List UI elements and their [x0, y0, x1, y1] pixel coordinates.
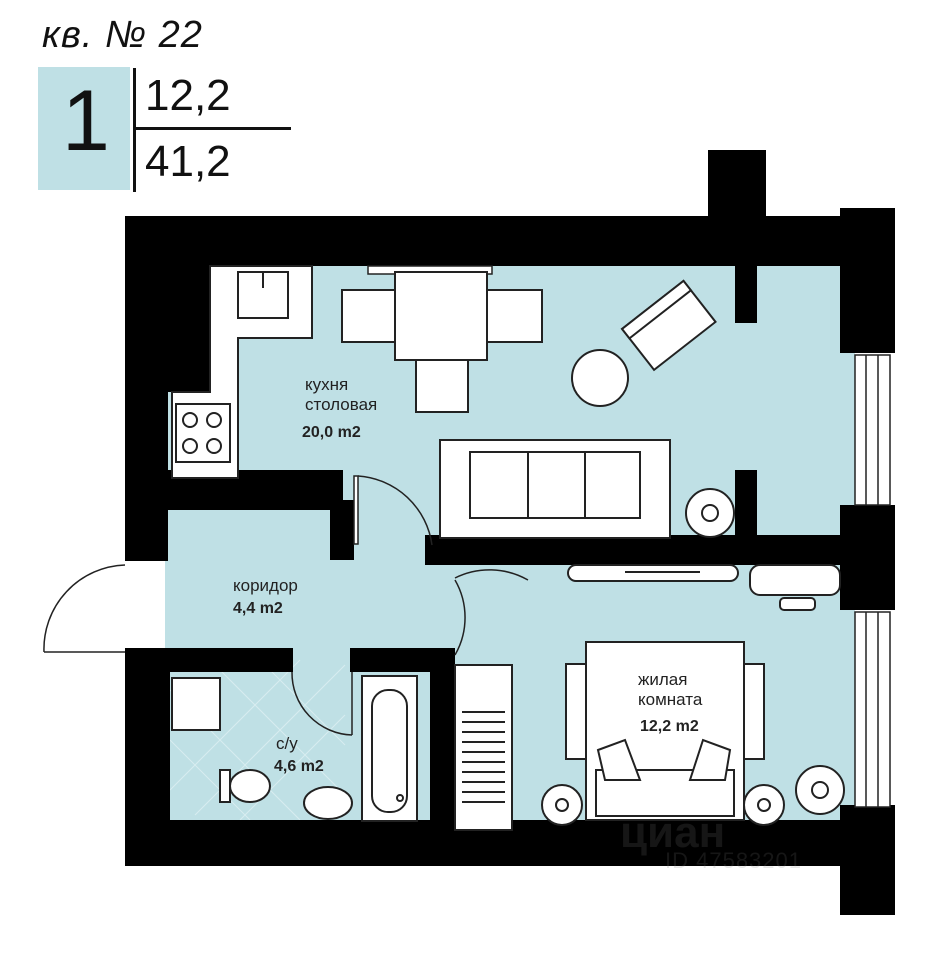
watermark-brand: циан — [620, 808, 726, 857]
living-area-value: 12,2 — [145, 71, 231, 120]
sofa — [439, 439, 671, 539]
rooms-count-box — [38, 67, 130, 190]
plants — [541, 488, 845, 826]
kitchen-label-line1: кухня — [305, 375, 349, 394]
bed — [565, 641, 765, 821]
bathroom-fixtures — [171, 675, 418, 822]
kitchen-area: 20,0 m2 — [302, 424, 361, 441]
walls — [125, 150, 895, 915]
bathroom-area: 4,6 m2 — [274, 758, 324, 775]
rooms-count: 1 — [62, 73, 110, 169]
desk — [567, 564, 841, 611]
living-label-line1: жилая — [638, 670, 688, 689]
living-label-line2: комната — [638, 690, 703, 709]
kitchen-label-line2: столовая — [305, 395, 378, 414]
living-area: 12,2 m2 — [640, 718, 699, 735]
wardrobe — [454, 664, 513, 831]
watermark-id: ID 47583201 — [665, 848, 802, 873]
corridor-area: 4,4 m2 — [233, 600, 283, 617]
doors — [43, 475, 529, 736]
kitchen-counter — [171, 265, 313, 479]
windows — [367, 265, 891, 808]
total-area-value: 41,2 — [145, 137, 231, 186]
apartment-number: кв. № 22 — [42, 14, 203, 56]
fraction-divider-horizontal — [133, 127, 291, 130]
fraction-divider-vertical — [133, 68, 136, 192]
dining-set — [341, 271, 717, 413]
bathroom-label: с/у — [276, 734, 298, 753]
corridor-label: коридор — [233, 576, 298, 595]
